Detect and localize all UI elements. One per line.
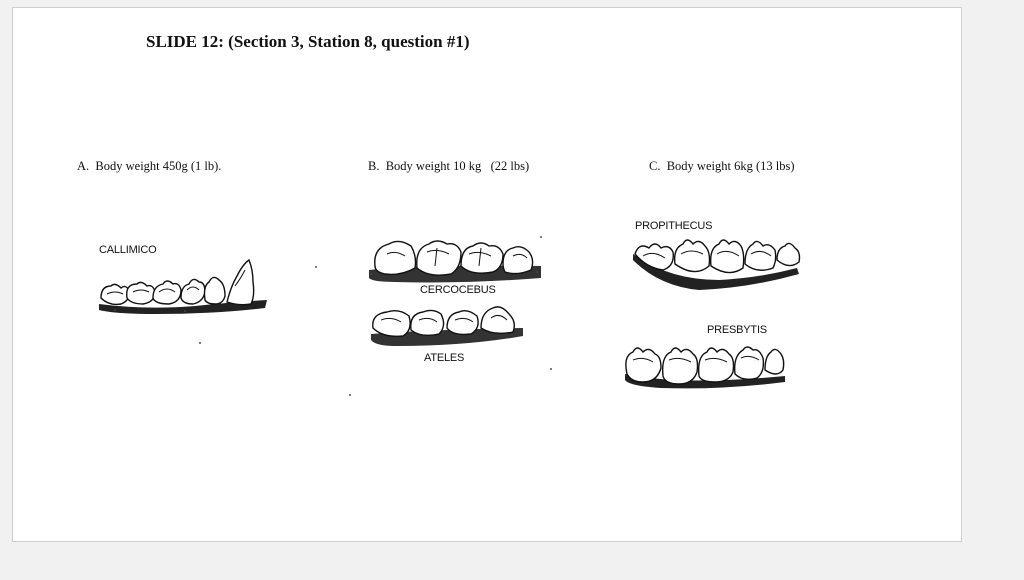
label-ateles: ATELES bbox=[424, 352, 465, 364]
slide-page: SLIDE 12: (Section 3, Station 8, questio… bbox=[12, 7, 962, 542]
ateles-teeth-drawing bbox=[371, 306, 523, 346]
caption-panel-c: C. Body weight 6kg (13 lbs) bbox=[649, 159, 795, 173]
propithecus-teeth-drawing bbox=[633, 239, 801, 290]
callimico-teeth-drawing bbox=[99, 258, 267, 314]
scan-speck bbox=[550, 368, 552, 370]
caption-panel-b: B. Body weight 10 kg (22 lbs) bbox=[368, 159, 530, 173]
label-cercocebus: CERCOCEBUS bbox=[420, 284, 496, 296]
scan-speck bbox=[315, 266, 317, 268]
scan-speck bbox=[540, 236, 542, 238]
caption-panel-a: A. Body weight 450g (1 lb). bbox=[77, 159, 222, 173]
label-callimico: CALLIMICO bbox=[99, 244, 157, 256]
label-presbytis: PRESBYTIS bbox=[707, 324, 767, 336]
scan-speck bbox=[199, 342, 201, 344]
presbytis-teeth-drawing bbox=[625, 346, 785, 389]
label-propithecus: PROPITHECUS bbox=[635, 220, 713, 232]
cercocebus-teeth-drawing bbox=[369, 240, 541, 283]
slide-title: SLIDE 12: (Section 3, Station 8, questio… bbox=[146, 32, 470, 51]
scan-speck bbox=[349, 394, 351, 396]
